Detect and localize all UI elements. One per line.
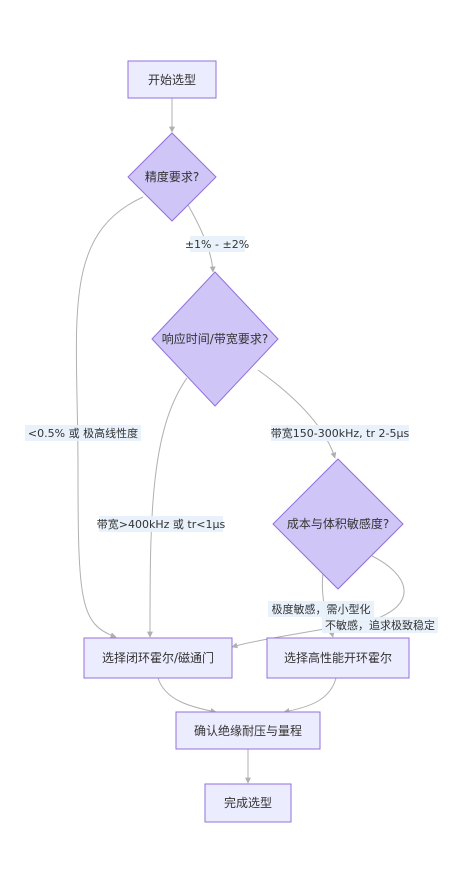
node-response: 响应时间/带宽要求? bbox=[151, 271, 279, 407]
label-precision-mid: ±1% - ±2% bbox=[185, 236, 249, 252]
label-cost-insensitive: 不敏感，追求极致稳定 bbox=[322, 617, 438, 633]
label-bandwidth-high: 带宽>400kHz 或 tr<1μs bbox=[97, 516, 226, 532]
label-precision-high: <0.5% 或 极高线性度 bbox=[25, 425, 141, 441]
label-bandwidth-high-text: 带宽>400kHz 或 tr<1μs bbox=[97, 517, 226, 531]
node-confirm: 确认绝缘耐压与量程 bbox=[175, 711, 321, 750]
node-precision-label: 精度要求? bbox=[145, 169, 199, 184]
node-start: 开始选型 bbox=[127, 60, 217, 99]
edge-open-loop-to-confirm bbox=[283, 677, 337, 714]
label-bandwidth-mid: 带宽150-300kHz, tr 2-5μs bbox=[271, 425, 410, 441]
node-done-label: 完成选型 bbox=[224, 795, 272, 810]
label-cost-sensitive-text: 极度敏感，需小型化 bbox=[272, 602, 371, 616]
node-cost-label: 成本与体积敏感度? bbox=[287, 516, 389, 531]
node-cost: 成本与体积敏感度? bbox=[272, 458, 404, 590]
edge-precision-to-closed-loop bbox=[75, 196, 144, 639]
label-cost-insensitive-text: 不敏感，追求极致稳定 bbox=[325, 618, 435, 632]
node-start-label: 开始选型 bbox=[148, 73, 196, 87]
node-open-loop-label: 选择高性能开环霍尔 bbox=[284, 650, 392, 665]
label-cost-sensitive: 极度敏感，需小型化 bbox=[268, 601, 374, 617]
edge-response-to-cost bbox=[257, 369, 337, 459]
node-done: 完成选型 bbox=[204, 783, 292, 823]
node-response-label: 响应时间/带宽要求? bbox=[162, 331, 268, 346]
node-open-loop: 选择高性能开环霍尔 bbox=[266, 637, 410, 679]
label-precision-mid-text: ±1% - ±2% bbox=[185, 238, 249, 251]
node-closed-loop: 选择闭环霍尔/磁通门 bbox=[83, 637, 233, 679]
label-bandwidth-mid-text: 带宽150-300kHz, tr 2-5μs bbox=[271, 426, 410, 440]
edge-closed-loop-to-confirm bbox=[157, 677, 217, 714]
node-closed-loop-label: 选择闭环霍尔/磁通门 bbox=[102, 650, 214, 665]
label-precision-high-text: <0.5% 或 极高线性度 bbox=[28, 426, 138, 440]
edge-response-to-closed-loop bbox=[147, 377, 188, 638]
node-confirm-label: 确认绝缘耐压与量程 bbox=[194, 723, 302, 738]
node-precision: 精度要求? bbox=[127, 132, 217, 222]
